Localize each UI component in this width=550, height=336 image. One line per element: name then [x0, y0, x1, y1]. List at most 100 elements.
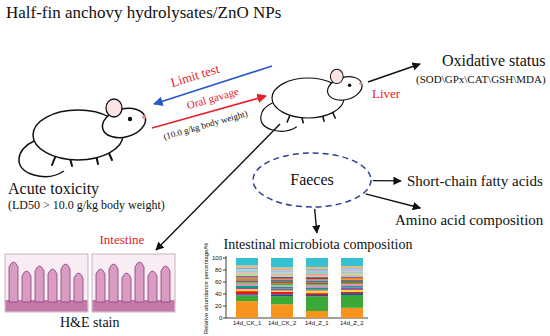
bar-segment: [271, 277, 293, 279]
node-text: Intestinal microbiota composition: [224, 237, 413, 253]
bar-segment: [271, 294, 293, 296]
bar-segment: [271, 292, 293, 295]
histology-panels: [5, 254, 175, 312]
axis-title: Relative abundance percentage/%: [203, 242, 210, 334]
bar-segment: [236, 294, 258, 295]
villus: [35, 266, 44, 302]
tick-label: 80: [215, 267, 222, 274]
bar-segment: [271, 267, 293, 269]
panel-caption: H&E stain: [60, 315, 120, 331]
bar-segment: [306, 277, 328, 279]
bar-segment: [306, 276, 328, 277]
bar-segment: [271, 280, 293, 281]
villus: [161, 266, 170, 302]
bar-segment: [306, 272, 328, 274]
dose-note: (10.0 g/kg body weight): [162, 108, 248, 142]
bar-segment: [341, 290, 363, 292]
villus: [22, 271, 31, 302]
result-box: Short-chain fatty acids: [404, 172, 546, 191]
bar-segment: [341, 280, 363, 281]
villus: [48, 269, 57, 302]
bar-segment: [341, 266, 363, 268]
node-text: Faeces: [290, 171, 334, 189]
bar-segment: [306, 279, 328, 280]
category-label: 14d_Z_2: [340, 320, 364, 327]
axis-ticks: [223, 258, 226, 318]
histology-panel: [5, 254, 88, 312]
bar-segment: [306, 271, 328, 272]
bar-segment: [271, 304, 293, 318]
villi: [9, 262, 170, 302]
villus: [148, 271, 157, 302]
bar-segment: [306, 295, 328, 296]
bar-segment: [341, 292, 363, 293]
bar-chart-axes: [223, 256, 368, 318]
bar-segment: [236, 266, 258, 268]
bar-segment: [306, 284, 328, 285]
tick-label: 20: [215, 303, 222, 310]
bar-segment: [236, 301, 258, 318]
dashed-ellipse: Faeces: [252, 152, 372, 208]
bar-segment: [306, 289, 328, 290]
bar-segment: [271, 296, 293, 304]
organ-label: Intestine: [100, 233, 145, 248]
tick-label: 40: [215, 291, 222, 298]
bar-segment: [271, 258, 293, 267]
ellipse-shape: [253, 153, 371, 207]
mouse-figure: [261, 69, 365, 131]
bar-segment: [341, 268, 363, 269]
bar-segment: [306, 293, 328, 295]
bar-segment: [271, 275, 293, 277]
bar-segment: [341, 271, 363, 273]
bar-segment: [306, 267, 328, 269]
bar-segment: [341, 275, 363, 277]
stacked-bar: [341, 258, 363, 318]
bar-segment: [271, 271, 293, 273]
category-label: 14d_Z_1: [305, 320, 329, 327]
bar-segment: [271, 272, 293, 273]
result-note: (LD50 > 10.0 g/kg body weight): [8, 199, 165, 213]
bar-segment: [236, 272, 258, 273]
bar-segment: [236, 274, 258, 277]
bar-segment: [236, 286, 258, 289]
bar-segment: [341, 277, 363, 278]
bar-segment: [271, 279, 293, 280]
bar-segment: [236, 267, 258, 269]
bar-segment: [271, 274, 293, 275]
category-label: 14d_CK_1: [233, 320, 261, 327]
mouse-figure: [19, 99, 149, 177]
bar-segment: [341, 293, 363, 295]
stacked-bar: [271, 258, 293, 318]
liver-arrow: [368, 64, 420, 82]
category-label: 14d_CK_2: [268, 320, 296, 327]
bar-segment: [341, 283, 363, 284]
bar-segment: [306, 296, 328, 311]
bar-segment: [236, 291, 258, 294]
node-text: Amino acid composition: [395, 212, 543, 229]
bar-segment: [236, 296, 258, 302]
bar-segment: [236, 282, 258, 283]
stacked-bars: [236, 258, 363, 318]
histology-panel: [92, 254, 175, 312]
bar-segment: [306, 311, 328, 318]
villus: [96, 269, 105, 302]
organ-label: Liver: [372, 87, 400, 102]
result-box: Amino acid composition: [392, 211, 546, 230]
stacked-bar: [306, 258, 328, 318]
bar-segment: [341, 269, 363, 271]
villus: [122, 273, 131, 302]
bar-segment: [236, 277, 258, 279]
bar-segment: [236, 276, 258, 277]
bar-segment: [306, 287, 328, 289]
figure-title: Half-fin anchovy hydrolysates/ZnO NPs: [6, 3, 281, 23]
villi-group: [96, 262, 170, 302]
villus: [9, 262, 18, 302]
bar-segment: [306, 269, 328, 271]
bar-segment: [306, 291, 328, 294]
bar-segment: [341, 258, 363, 266]
tick-label: 60: [215, 279, 222, 286]
